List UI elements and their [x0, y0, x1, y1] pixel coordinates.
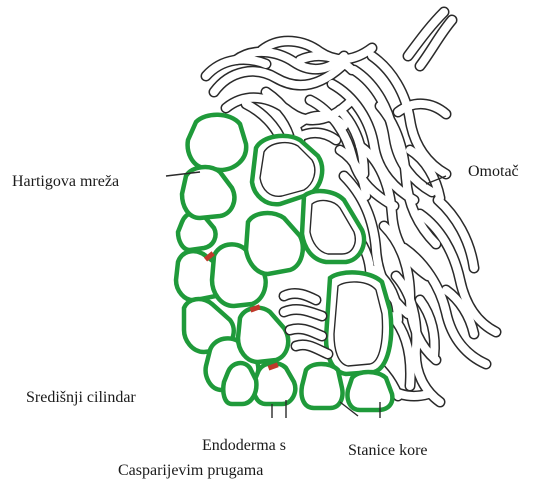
cortex-cell — [348, 372, 393, 410]
label-mantle: Omotač — [468, 163, 519, 180]
label-central-cylinder: Središnji cilindar — [26, 389, 136, 406]
endodermis-cell — [223, 363, 256, 404]
label-endodermis-line2: Casparijevim prugama — [118, 462, 263, 479]
hartig-net-hyphae — [284, 293, 328, 354]
cortex-cell — [302, 191, 364, 262]
endodermis-cell — [182, 167, 234, 218]
label-hartig-net: Hartigova mreža — [12, 173, 119, 190]
label-endodermis-line1: Endoderma s — [202, 437, 286, 454]
endodermis-cell — [188, 115, 247, 170]
endodermis-cell — [254, 363, 296, 404]
label-cortex-cells: Stanice kore — [348, 442, 428, 459]
cortex-cell — [302, 364, 343, 408]
cortex-cell — [326, 272, 391, 374]
cortex-cell — [246, 213, 303, 274]
